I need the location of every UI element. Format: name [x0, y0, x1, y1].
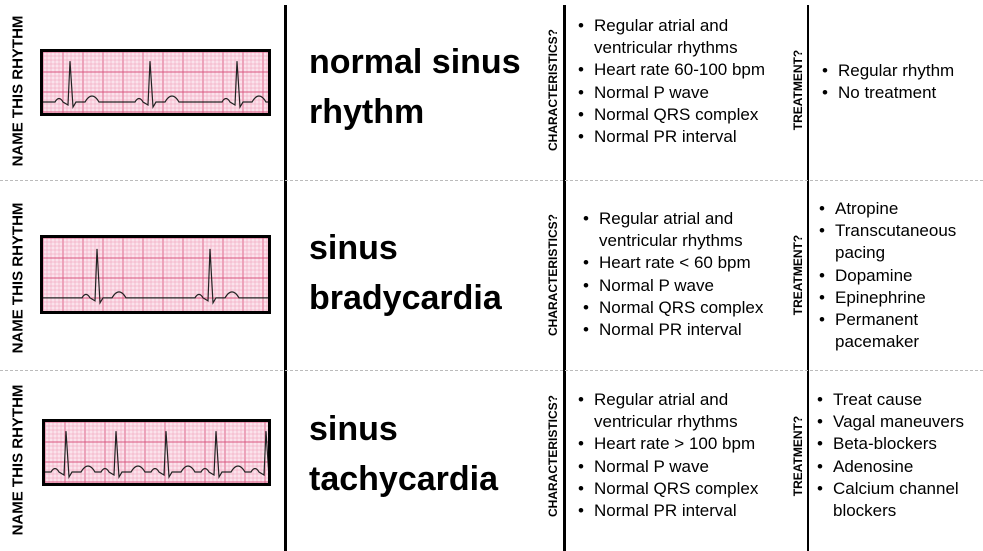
title-line: sinus [309, 229, 398, 267]
ecg-strip-normal-sinus [40, 49, 271, 116]
list-item: Atropine [819, 198, 983, 220]
treatment-list: Treat causeVagal maneuversBeta-blockersA… [815, 389, 983, 522]
list-item: Regular atrial and ventricular rhythms [578, 15, 794, 59]
list-item: Normal QRS complex [578, 104, 794, 126]
list-item: Regular atrial and ventricular rhythms [578, 389, 794, 433]
list-item: Epinephrine [819, 287, 983, 309]
ecg-waveform [45, 431, 268, 479]
list-item: Regular atrial and ventricular rhythms [583, 208, 799, 252]
ecg-strip-sinus-bradycardia [40, 235, 271, 314]
list-item: Regular rhythm [822, 60, 983, 82]
treatment-list: AtropineTranscutaneous pacingDopamineEpi… [817, 198, 983, 353]
column-divider [284, 5, 287, 551]
list-item: Normal PR interval [578, 500, 794, 522]
ecg-trace [43, 52, 268, 113]
title-line: tachycardia [309, 460, 498, 498]
ecg-waveform [43, 248, 268, 305]
characteristics-list: Regular atrial and ventricular rhythmsHe… [576, 389, 794, 522]
list-item: Normal QRS complex [578, 478, 794, 500]
list-item: Treat cause [817, 389, 983, 411]
name-this-rhythm-label: NAME THIS RHYTHM [9, 202, 27, 354]
list-item: Beta-blockers [817, 433, 983, 455]
list-item: Normal PR interval [583, 319, 799, 341]
title-line: sinus [309, 410, 398, 448]
list-item: Calcium channel blockers [817, 478, 983, 522]
list-item: Permanent pacemaker [819, 309, 983, 353]
treatment-label: TREATMENT? [791, 234, 805, 316]
title-line: bradycardia [309, 279, 502, 317]
list-item: Adenosine [817, 456, 983, 478]
name-this-rhythm-label: NAME THIS RHYTHM [9, 384, 27, 536]
rhythm-title: sinus bradycardia [309, 223, 502, 323]
treatment-label: TREATMENT? [791, 415, 805, 497]
ecg-waveform [43, 61, 268, 109]
treatment-label: TREATMENT? [791, 49, 805, 131]
ecg-trace [43, 238, 268, 311]
characteristics-list: Regular atrial and ventricular rhythmsHe… [576, 15, 794, 148]
characteristics-list: Regular atrial and ventricular rhythmsHe… [581, 208, 799, 341]
row-divider [0, 370, 983, 371]
list-item: Dopamine [819, 265, 983, 287]
column-divider [563, 5, 566, 551]
row-divider [0, 180, 983, 181]
treatment-list: Regular rhythmNo treatment [820, 60, 983, 105]
characteristics-label: CHARACTERISTICS? [546, 395, 560, 517]
list-item: Heart rate 60-100 bpm [578, 59, 794, 81]
list-item: Vagal maneuvers [817, 411, 983, 433]
list-item: Heart rate < 60 bpm [583, 252, 799, 274]
list-item: Normal P wave [578, 82, 794, 104]
list-item: Heart rate > 100 bpm [578, 433, 794, 455]
ecg-strip-sinus-tachycardia [42, 419, 271, 486]
characteristics-label: CHARACTERISTICS? [546, 29, 560, 151]
column-divider [807, 5, 809, 551]
list-item: Normal P wave [583, 275, 799, 297]
list-item: Normal PR interval [578, 126, 794, 148]
list-item: Normal P wave [578, 456, 794, 478]
name-this-rhythm-label: NAME THIS RHYTHM [9, 15, 27, 167]
ecg-trace [45, 422, 268, 483]
list-item: Normal QRS complex [583, 297, 799, 319]
list-item: No treatment [822, 82, 983, 104]
rhythm-title: normal sinus rhythm [309, 37, 521, 137]
rhythm-title: sinus tachycardia [309, 404, 498, 504]
title-line: rhythm [309, 93, 425, 131]
characteristics-label: CHARACTERISTICS? [546, 214, 560, 336]
list-item: Transcutaneous pacing [819, 220, 983, 264]
title-line: normal sinus [309, 43, 521, 81]
